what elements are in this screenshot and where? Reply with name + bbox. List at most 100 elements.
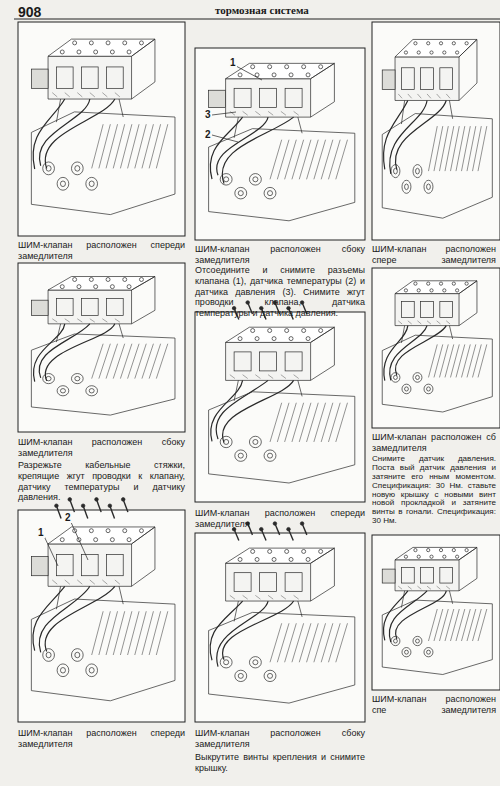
cover-bolt	[127, 50, 131, 54]
housing-port	[71, 162, 83, 175]
housing-port	[86, 664, 98, 677]
wiring-harness	[39, 586, 90, 652]
shading	[398, 321, 402, 324]
shading	[417, 94, 421, 98]
shading	[65, 93, 70, 97]
cover-bolt	[139, 41, 143, 45]
leader-line	[236, 66, 262, 80]
cover-bolt	[238, 557, 242, 561]
valve-cover	[226, 327, 335, 342]
cover-bolt	[452, 549, 455, 552]
cover-bolt	[60, 538, 64, 542]
shading	[398, 94, 402, 98]
valve-boss	[81, 298, 98, 315]
housing-port	[43, 162, 55, 175]
cover-bolt	[255, 557, 259, 561]
cover-bolt	[456, 51, 459, 54]
wiring-harness	[217, 601, 268, 667]
shading	[65, 580, 70, 584]
cover-bolt	[251, 65, 255, 69]
housing-port	[253, 660, 258, 665]
housing-fin	[142, 344, 153, 379]
housing-fin	[434, 609, 443, 641]
retarder-illustration	[195, 48, 365, 240]
retarder-housing	[209, 612, 355, 703]
housing-fin	[285, 623, 297, 662]
housing-port	[220, 436, 232, 447]
cover-bolt	[306, 73, 310, 77]
shading	[446, 586, 450, 589]
valve-side	[311, 327, 335, 380]
cover-bolt	[414, 282, 417, 285]
shading	[255, 375, 260, 379]
figure-caption: ШИМ-клапан расположен спе замедлителя	[372, 694, 496, 716]
cover-bolt	[272, 557, 276, 561]
retarder-illustration	[18, 263, 185, 432]
figure-caption: ШИМ-клапан расположен спереди замедлител…	[18, 728, 185, 750]
cover-bolt	[465, 42, 468, 45]
connector-plug	[31, 557, 48, 576]
leader-line	[212, 135, 238, 142]
housing-fin	[461, 126, 470, 171]
cover-bolt	[123, 278, 127, 282]
retarder-housing	[31, 112, 175, 215]
housing-fin	[128, 124, 139, 168]
housing-fin	[270, 403, 282, 442]
valve-boss	[234, 352, 251, 371]
cover-bolt	[94, 538, 98, 542]
housing-port	[405, 184, 409, 190]
cover-bolt	[306, 557, 310, 561]
valve-body	[395, 560, 459, 591]
cover-bolt	[106, 41, 110, 45]
shading	[294, 595, 299, 599]
cover-bolt	[106, 278, 110, 282]
housing-port	[235, 187, 247, 199]
callout-number: 1	[229, 58, 237, 68]
housing-fin	[285, 140, 297, 180]
shading	[281, 111, 286, 115]
wiring-harness	[223, 601, 294, 660]
housing-port	[89, 668, 94, 674]
screw-head	[108, 504, 112, 508]
wiring-harness	[39, 324, 90, 378]
screw-head	[95, 498, 99, 502]
housing-fin	[445, 344, 454, 377]
figure-caption: ШИМ-клапан расположен сбоку замедлителя	[195, 728, 365, 750]
housing-fin	[307, 403, 319, 442]
cover-bolt	[251, 329, 255, 333]
housing-port	[424, 180, 433, 193]
housing-fin	[328, 623, 340, 662]
instruction-text: Разрежьте кабельные стяжки, крепящие жгу…	[18, 460, 185, 503]
cover-bolt	[439, 282, 442, 285]
valve-cover	[395, 281, 477, 294]
housing-fin	[450, 609, 459, 641]
housing-port	[249, 436, 261, 447]
housing-port	[75, 652, 80, 658]
housing-fin	[149, 611, 160, 655]
cover-bolt	[430, 289, 433, 292]
illustration-frame	[18, 22, 185, 236]
valve-body	[48, 56, 132, 99]
screw-head	[260, 527, 264, 531]
retarder-illustration	[372, 22, 500, 240]
cover-bolt	[127, 285, 131, 289]
housing-port	[43, 374, 55, 384]
cover-bolt	[110, 538, 114, 542]
shading	[408, 94, 412, 98]
mount-post	[449, 100, 452, 118]
shading	[268, 111, 273, 115]
retarder-illustration	[372, 535, 500, 690]
valve-cover	[48, 39, 155, 56]
housing-port	[60, 181, 65, 187]
cover-bolt	[289, 337, 293, 341]
mount-post	[234, 601, 238, 621]
leader-line	[70, 520, 88, 560]
retarder-illustration	[195, 301, 365, 502]
cover-bolt	[319, 329, 323, 333]
housing-port	[413, 373, 422, 383]
page-number: 908	[18, 4, 41, 21]
valve-boss	[285, 352, 302, 371]
housing-port	[253, 439, 258, 444]
housing-fin	[467, 126, 476, 171]
connector-plug	[31, 69, 48, 88]
